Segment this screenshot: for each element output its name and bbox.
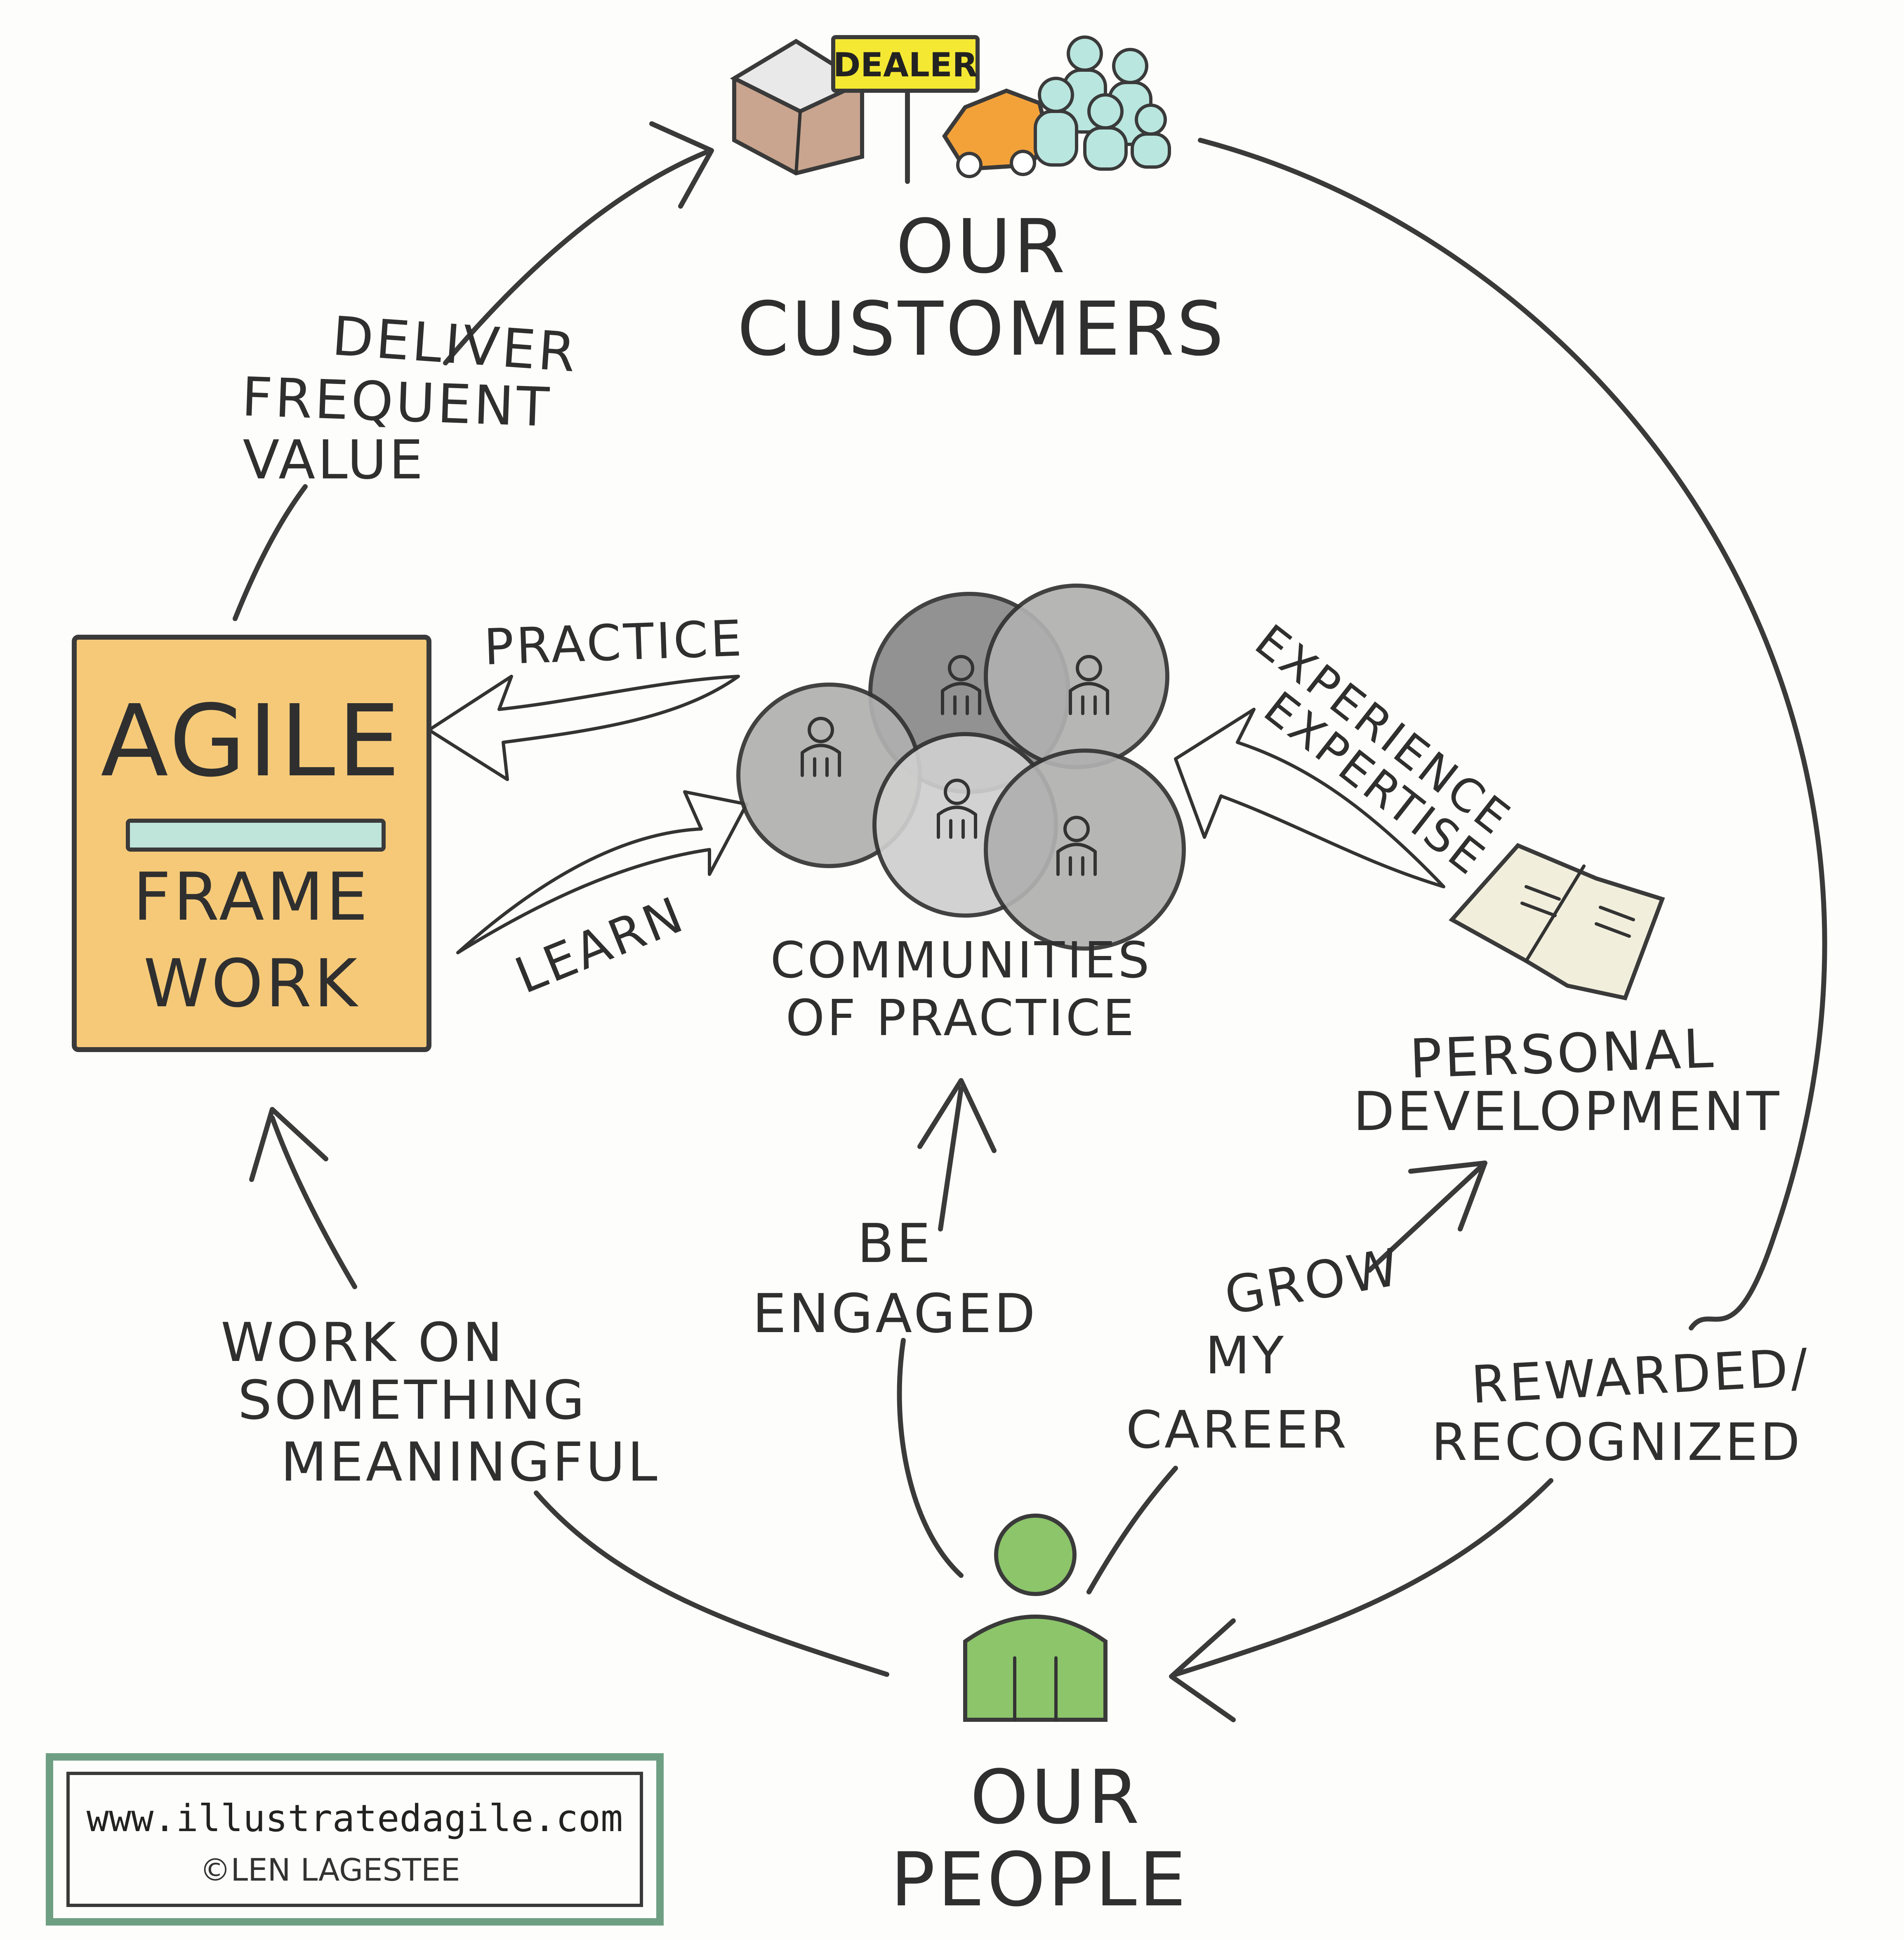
building-edge <box>794 110 802 175</box>
career-label-line2: MY <box>1205 1326 1286 1386</box>
person-icon <box>1069 655 1109 715</box>
arrow-meaningful-head <box>249 1107 328 1182</box>
dealer-sign <box>831 35 980 93</box>
agile-framework-node: AGILE FRAME WORK <box>72 635 431 1052</box>
car-wheel <box>1010 150 1036 176</box>
customers-icon: DEALER <box>730 35 1171 184</box>
credit-copyright: ©LEN LAGESTEE <box>200 1852 460 1888</box>
deliver-label-line2: FREQUENT <box>240 365 552 439</box>
arrow-deliver-value-head <box>649 121 714 209</box>
credit-box-frame <box>46 1753 664 1926</box>
person-icon <box>941 655 981 715</box>
learn-label: LEARN <box>507 886 693 1005</box>
communities-cluster <box>736 584 1186 951</box>
credit-box: www.illustratedagile.com ©LEN LAGESTEE <box>46 1753 664 1926</box>
arrow-engaged <box>897 1086 964 1578</box>
engaged-label-line2: ENGAGED <box>752 1282 1038 1345</box>
career-label-line3: CAREER <box>1126 1400 1349 1460</box>
communities-label-line2: OF PRACTICE <box>786 990 1137 1047</box>
learn-arrow <box>456 790 748 954</box>
arrow-career-lower <box>1086 1466 1178 1594</box>
person-icon <box>1056 816 1097 876</box>
meaningful-label-line2: SOMETHING <box>238 1369 587 1431</box>
practice-label: PRACTICE <box>483 610 745 676</box>
arrow-career-upper <box>1367 1161 1487 1273</box>
framework-line2: FRAME <box>133 858 370 935</box>
meaningful-label-line1: WORK ON <box>221 1311 505 1374</box>
dealer-sign-label: DEALER <box>833 46 978 84</box>
person-arms <box>1013 1656 1058 1721</box>
practice-arrow <box>427 675 740 781</box>
people-icon <box>963 1514 1108 1722</box>
rewarded-label-line2: RECOGNIZED <box>1431 1413 1803 1472</box>
customers-label-line2: CUSTOMERS <box>737 286 1226 372</box>
person-icon <box>937 779 977 839</box>
customers-label-line1: OUR <box>896 204 1068 290</box>
book-spine <box>1525 864 1586 963</box>
person-icon <box>801 717 841 777</box>
rewarded-label-line1: REWARDED/ <box>1470 1338 1812 1415</box>
community-circle <box>984 749 1186 951</box>
arrow-engaged-head <box>917 1078 997 1153</box>
arrow-rewarded-lower <box>1173 1478 1553 1677</box>
arrow-meaningful-upper <box>270 1115 357 1289</box>
book-icon <box>1449 843 1665 1001</box>
people-label-line1: OUR <box>970 1754 1142 1841</box>
car-wheel <box>956 152 983 178</box>
people-label-line2: PEOPLE <box>891 1837 1189 1923</box>
career-label-line1: GROW <box>1220 1237 1405 1326</box>
community-circle <box>984 584 1169 769</box>
community-member-icons <box>801 655 1109 876</box>
communities-label-line1: COMMUNITIES <box>771 932 1152 989</box>
experience-arrow <box>1174 708 1445 888</box>
credit-url: www.illustratedagile.com <box>87 1797 623 1840</box>
framework-line3: WORK <box>144 945 360 1022</box>
arrow-deliver-value <box>233 150 708 621</box>
personal-dev-label-line2: DEVELOPMENT <box>1353 1080 1782 1143</box>
crowd-icon <box>1034 35 1171 171</box>
engaged-label-line1: BE <box>857 1212 933 1275</box>
arrow-career-head <box>1408 1161 1487 1231</box>
meaningful-label-line3: MEANINGFUL <box>280 1431 660 1493</box>
arrow-meaningful-lower <box>534 1490 889 1677</box>
book-lines <box>1520 885 1635 938</box>
deliver-label-line3: VALUE <box>243 428 426 491</box>
framework-title: AGILE <box>101 683 403 799</box>
personal-dev-label-line1: PERSONAL <box>1409 1017 1717 1090</box>
arrow-rewarded <box>1198 138 1827 1330</box>
credit-box-inner <box>66 1772 643 1907</box>
framework-bar <box>126 819 386 852</box>
arrow-rewarded-head <box>1169 1618 1236 1722</box>
